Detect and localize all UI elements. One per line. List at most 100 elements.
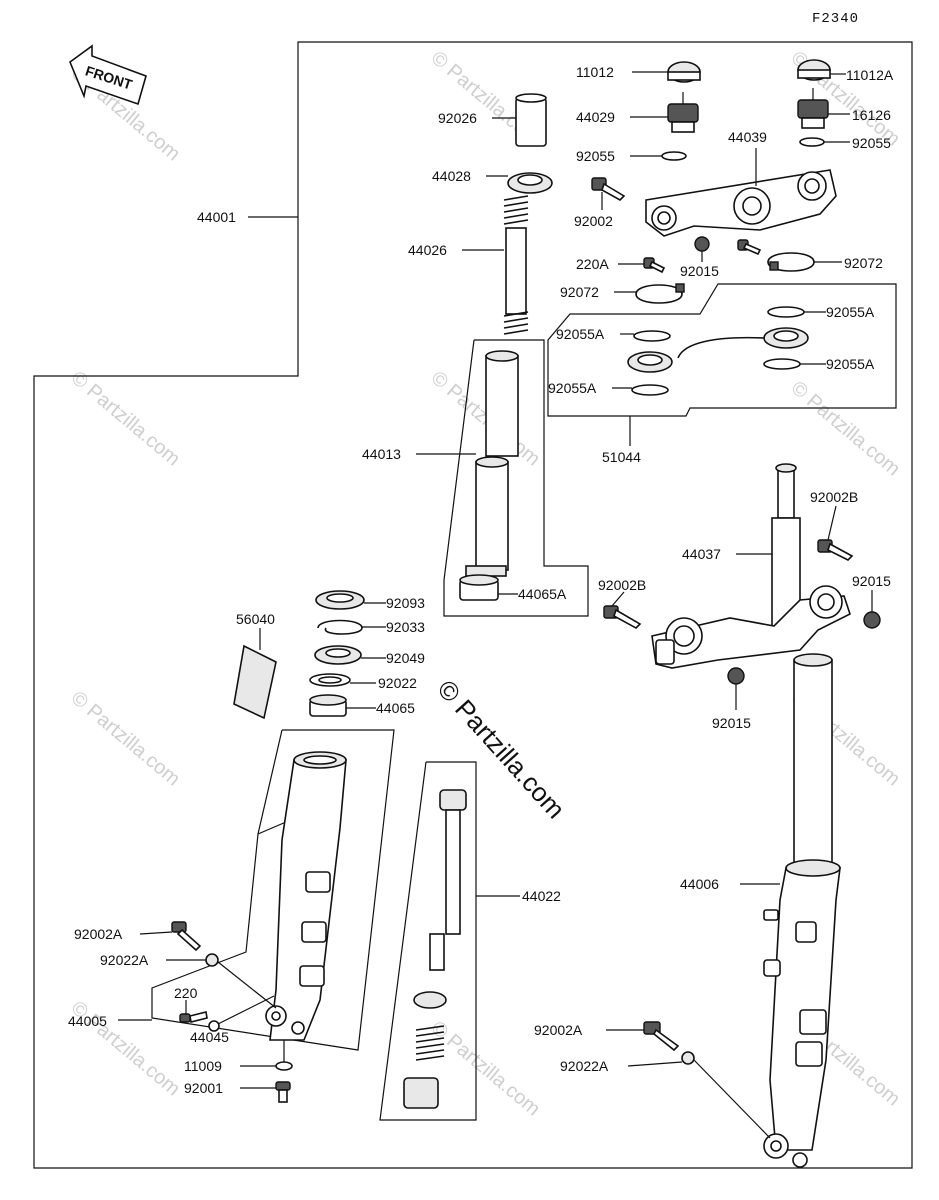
part-92002B-top-bolt (817, 539, 854, 561)
part-92055-oring (661, 151, 687, 161)
part-92072-left-clamp (635, 283, 685, 304)
part-16126-cap-bolt (797, 88, 829, 129)
watermark: © Partzilla.com (67, 687, 184, 790)
label-92055A-4: 92055A (548, 380, 597, 396)
label-92093: 92093 (386, 595, 425, 611)
label-220A: 220A (576, 256, 609, 272)
part-220-bolt (179, 1011, 208, 1023)
part-92002B-left-bolt (603, 605, 642, 629)
part-92055A-oring (633, 330, 671, 342)
label-44037: 44037 (682, 546, 721, 562)
part-92033-circlip (317, 619, 363, 635)
label-92026: 92026 (438, 110, 477, 126)
part-44039-top-bridge (645, 169, 837, 237)
label-44005: 44005 (68, 1013, 107, 1029)
part-220A-bolt (643, 257, 666, 274)
part-92022-washer (309, 673, 351, 687)
part-92015-bottom-nut (727, 667, 745, 685)
label-92049: 92049 (386, 650, 425, 666)
part-11009-gasket (275, 1061, 293, 1071)
label-44029: 44029 (576, 109, 615, 125)
label-92022A-right: 92022A (560, 1058, 609, 1074)
part-92055A-oring (763, 358, 801, 370)
bracket-51044 (547, 283, 897, 417)
label-44022: 44022 (522, 888, 561, 904)
part-92055A-oring (631, 384, 669, 396)
label-92055: 92055 (576, 148, 615, 164)
label-92072-right: 92072 (844, 255, 883, 271)
label-44001: 44001 (197, 209, 236, 225)
part-11012-cap (667, 61, 701, 83)
part-92022A-left-washer (205, 953, 219, 967)
part-44006-fork (763, 653, 841, 1168)
label-11009: 11009 (184, 1058, 222, 1074)
part-92002A-left-bolt (171, 921, 202, 952)
label-220: 220 (174, 985, 198, 1001)
label-92033: 92033 (386, 619, 425, 635)
bracket-44013 (443, 339, 589, 617)
assembly-boundary (33, 41, 913, 1169)
part-51044-pipe (627, 327, 809, 373)
label-92001: 92001 (184, 1080, 223, 1096)
label-92055A-2: 92055A (556, 326, 605, 342)
label-51044: 51044 (602, 449, 641, 465)
watermark: © Partzilla.com (787, 377, 904, 480)
label-92002A-right: 92002A (534, 1022, 583, 1038)
part-92055-right-oring (799, 137, 825, 147)
label-11012A: 11012A (846, 67, 894, 83)
part-92001-drain-bolt (275, 1081, 291, 1103)
label-92055-right: 92055 (852, 135, 891, 151)
part-11012A-cap (797, 59, 831, 81)
part-92026-spacer (515, 93, 547, 147)
part-92093-dust-seal (315, 590, 365, 610)
watermark: © Partzilla.com (427, 1017, 544, 1120)
label-92022A-left: 92022A (100, 952, 149, 968)
part-92002-bolt (591, 177, 626, 201)
bracket-44005 (151, 729, 395, 1051)
label-44065A: 44065A (518, 586, 567, 602)
label-92002B-left: 92002B (598, 577, 646, 593)
part-92015-right-nut (863, 611, 881, 629)
label-44026: 44026 (408, 242, 447, 258)
label-44045: 44045 (190, 1029, 229, 1045)
label-56040: 56040 (236, 611, 275, 627)
label-16126: 16126 (852, 107, 891, 123)
part-92015-top-nut (694, 236, 710, 252)
part-56040-reflector (233, 644, 277, 720)
label-92015-top: 92015 (680, 263, 719, 279)
label-92015-right: 92015 (852, 573, 891, 589)
part-44037-steering-stem (651, 463, 851, 669)
label-92072-left: 92072 (560, 284, 599, 300)
part-44065A-bushing (459, 574, 499, 601)
bracket-44022 (379, 761, 477, 1121)
part-44029-cap-bolt (667, 92, 699, 133)
watermark: © Partzilla.com (67, 367, 184, 470)
part-92002A-right-bolt (643, 1021, 680, 1052)
part-92049-oil-seal (314, 645, 362, 665)
label-11012: 11012 (576, 64, 614, 80)
part-92022A-right-washer (681, 1051, 695, 1065)
label-44006: 44006 (680, 876, 719, 892)
label-92022: 92022 (378, 675, 417, 691)
label-92055A-3: 92055A (826, 356, 875, 372)
label-44065: 44065 (376, 700, 415, 716)
label-92002: 92002 (574, 213, 613, 229)
label-92002A-left: 92002A (74, 926, 123, 942)
part-44005-outer-tube (265, 751, 347, 1041)
part-92072-right-clamp (767, 252, 815, 272)
part-top-small-bolt (737, 239, 762, 256)
label-92002B-top: 92002B (810, 489, 858, 505)
label-44028: 44028 (432, 168, 471, 184)
part-92055A-oring (767, 306, 805, 318)
label-44013: 44013 (362, 446, 401, 462)
part-44045-washer (208, 1020, 220, 1032)
part-44028-seat (507, 172, 553, 194)
part-44026-spring (503, 195, 529, 335)
part-44022-damper (403, 789, 467, 1109)
label-92015-bottom: 92015 (712, 715, 751, 731)
figure-code: F2340 (812, 11, 859, 27)
part-44065-bushing (309, 694, 347, 717)
label-44039: 44039 (728, 129, 767, 145)
